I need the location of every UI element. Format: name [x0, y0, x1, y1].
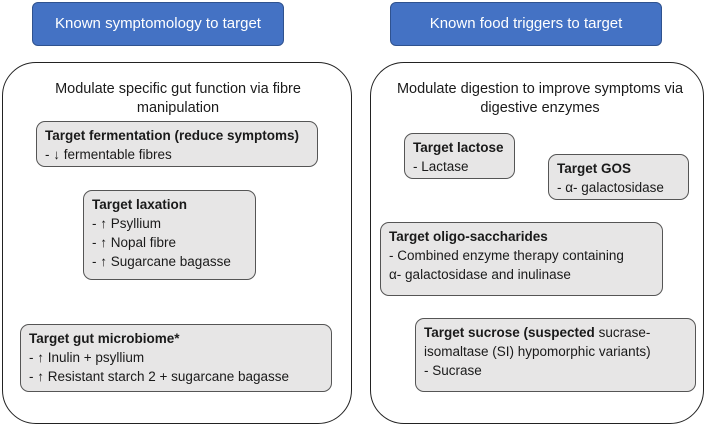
lactose-line-1: - Lactase — [413, 159, 469, 174]
laxation-line-3: - ↑ Sugarcane bagasse — [92, 254, 231, 269]
left-header: Known symptomology to target — [32, 2, 284, 46]
laxation-line-2: - ↑ Nopal fibre — [92, 235, 177, 250]
sucrose-line-1: - Sucrase — [424, 363, 482, 378]
right-panel-title: Modulate digestion to improve symptoms v… — [396, 81, 684, 116]
lactose-box: Target lactose - Lactase — [404, 133, 515, 179]
left-panel-title: Modulate specific gut function via fibre… — [55, 81, 301, 116]
gos-title: Target GOS — [557, 161, 632, 176]
sucrose-title-line-2: isomaltase (SI) hypomorphic variants) — [424, 344, 651, 359]
right-header: Known food triggers to target — [390, 2, 662, 46]
laxation-title: Target laxation — [92, 197, 188, 212]
gos-box: Target GOS - α- galactosidase — [548, 154, 689, 200]
microbiome-box: Target gut microbiome* - ↑ Inulin + psyl… — [20, 324, 332, 392]
oligo-title: Target oligo-saccharides — [389, 229, 548, 244]
laxation-line-1: - ↑ Psyllium — [92, 216, 162, 231]
fermentation-box: Target fermentation (reduce symptoms) - … — [36, 121, 318, 167]
sucrose-box: Target sucrose (suspected sucrase- isoma… — [415, 318, 696, 392]
microbiome-line-2: - ↑ Resistant starch 2 + sugarcane bagas… — [29, 369, 290, 384]
oligo-box: Target oligo-saccharides - Combined enzy… — [380, 222, 663, 296]
fermentation-line-1: - ↓ fermentable fibres — [45, 147, 172, 162]
gos-line-1: - α- galactosidase — [557, 180, 664, 195]
sucrose-title-rest: sucrase- — [594, 325, 651, 340]
lactose-title: Target lactose — [413, 140, 504, 155]
laxation-box: Target laxation - ↑ Psyllium - ↑ Nopal f… — [83, 190, 256, 280]
oligo-line-1: - Combined enzyme therapy containing — [389, 248, 624, 263]
sucrose-title-bold: Target sucrose (suspected — [424, 325, 595, 340]
sucrose-title-line-1: Target sucrose (suspected sucrase- — [424, 323, 687, 342]
fermentation-title: Target fermentation (reduce symptoms) — [45, 128, 300, 143]
oligo-line-2: α- galactosidase and inulinase — [389, 267, 571, 282]
microbiome-line-1: - ↑ Inulin + psyllium — [29, 350, 145, 365]
microbiome-title: Target gut microbiome* — [29, 331, 180, 346]
